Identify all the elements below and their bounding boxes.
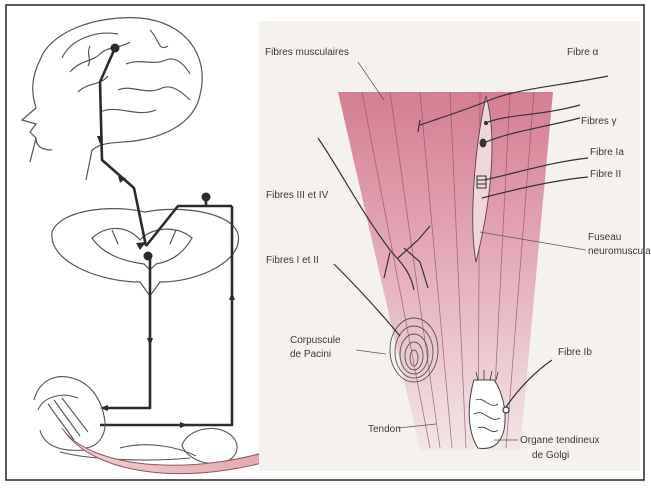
label-fibre-ib: Fibre Ib [558,347,592,358]
label-fibres-iii-iv: Fibres III et IV [266,190,329,201]
golgi-tendon-organ [469,380,505,448]
label-fibre-ia: Fibre Ia [590,147,624,158]
label-fibre-alpha: Fibre α [567,47,599,58]
label-de-pacini: de Pacini [290,349,331,360]
label-de-golgi: de Golgi [532,450,569,461]
label-fibres-i-ii: Fibres I et II [266,255,319,266]
label-tendon: Tendon [368,424,401,435]
label-fibres-musculaires: Fibres musculaires [265,47,349,58]
label-fibre-ii: Fibre II [590,169,621,180]
label-neuromusculaire: neuromusculaire [588,246,651,257]
label-fibres-gamma: Fibres γ [581,116,617,127]
label-corpuscule: Corpuscule [290,335,341,346]
receptor-panel: Fibres musculaires Fibre α Fibres γ Fibr… [259,21,651,471]
label-organe-tendineux: Organe tendineux [520,435,600,446]
label-fuseau: Fuseau [588,232,621,243]
